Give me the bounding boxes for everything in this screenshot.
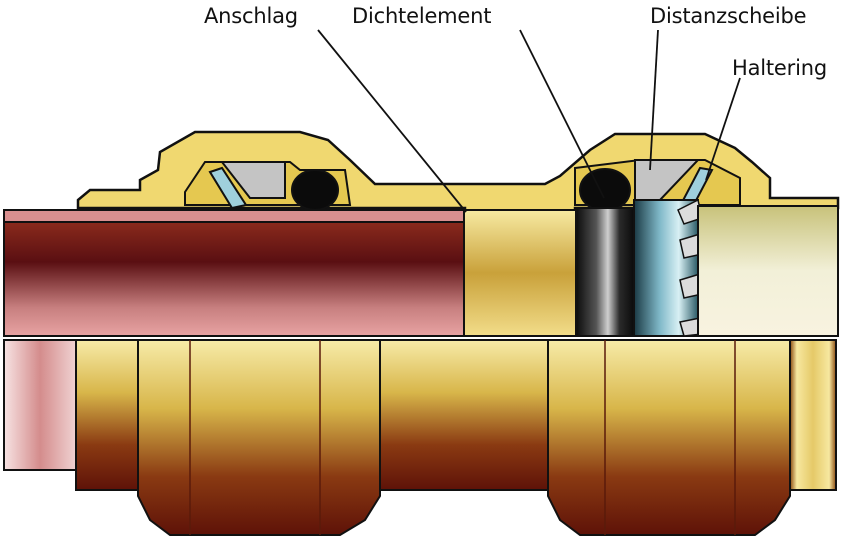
leader-anschlag <box>317 29 467 213</box>
label-distanzscheibe: Distanzscheibe <box>650 4 807 28</box>
lower-waist <box>379 339 549 491</box>
left-o-ring <box>291 169 339 211</box>
label-haltering: Haltering <box>732 56 827 80</box>
lower-left-body <box>137 339 381 536</box>
left-spacer <box>219 161 286 199</box>
lower-right-rim <box>789 339 837 491</box>
label-anschlag: Anschlag <box>204 4 298 28</box>
leader-distanzscheibe <box>649 29 659 171</box>
leader-lines <box>317 29 741 213</box>
lower-right-body <box>547 339 791 536</box>
lower-left-rim <box>75 339 139 491</box>
left-copper-pipe <box>3 221 465 337</box>
right-pipe <box>697 205 839 337</box>
seal-element-3d <box>575 207 635 337</box>
leader-haltering <box>705 77 741 181</box>
left-retaining-ring <box>208 166 248 210</box>
ring-teeth <box>677 198 703 337</box>
label-dichtelement: Dichtelement <box>352 4 492 28</box>
leader-dichtelement <box>519 29 605 199</box>
right-o-ring <box>579 168 631 212</box>
inner-sleeve <box>463 209 577 337</box>
lower-left-pipe <box>3 339 77 471</box>
